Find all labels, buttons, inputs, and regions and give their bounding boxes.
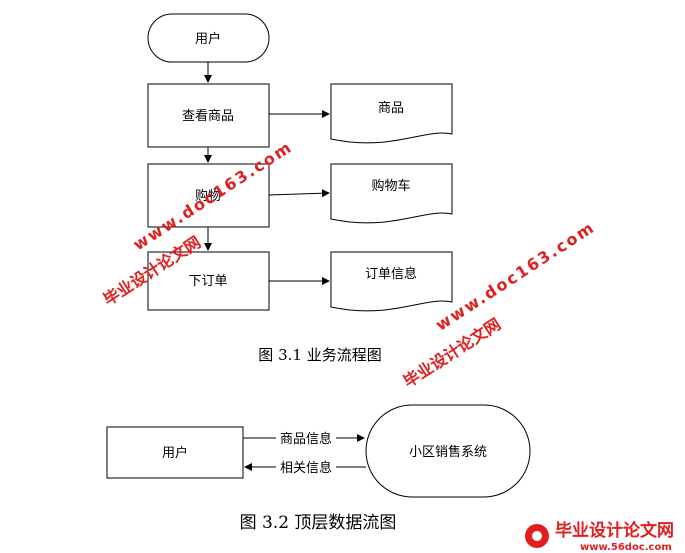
flow-doc-cart bbox=[330, 163, 453, 224]
flow-doc-goods-label: 商品 bbox=[378, 101, 404, 116]
dfd-node-user-label: 用户 bbox=[162, 445, 188, 461]
dfd-node-user bbox=[106, 426, 244, 479]
flow-node-user-label: 用户 bbox=[195, 31, 221, 47]
logo-emblem-inner-icon bbox=[532, 531, 542, 541]
dfd-node-system bbox=[365, 404, 531, 498]
context-dataflow: 用户 小区销售系统 商品信息 相关信息 bbox=[106, 404, 531, 498]
flow-arrow-shopping-to-cart bbox=[268, 189, 330, 198]
watermark-2-site-url: www.doc163.com bbox=[432, 217, 598, 334]
site-logo: 毕业设计论文网 www.56doc.com bbox=[525, 520, 674, 553]
business-flowchart: 用户 查看商品 商品 购物 购物车 下订单 订单信息 bbox=[147, 13, 453, 312]
dfd-node-system-label: 小区销售系统 bbox=[409, 444, 487, 460]
logo-site-cn: 毕业设计论文网 bbox=[555, 520, 674, 541]
flow-node-shopping-label: 购物 bbox=[195, 188, 221, 204]
flow-node-view-goods bbox=[147, 83, 270, 148]
flow-doc-order-info-label: 订单信息 bbox=[365, 266, 417, 282]
dfd-flow-related-info-label: 相关信息 bbox=[280, 460, 332, 476]
figure2-caption: 图 3.2 顶层数据流图 bbox=[240, 513, 397, 533]
figure1-caption: 图 3.1 业务流程图 bbox=[258, 346, 381, 364]
logo-site-url: www.56doc.com bbox=[580, 542, 672, 553]
flow-node-place-order bbox=[147, 251, 270, 311]
flow-doc-goods bbox=[330, 83, 453, 144]
dfd-flow-goods-info-label: 商品信息 bbox=[280, 431, 332, 447]
flow-node-place-order-label: 下订单 bbox=[188, 274, 227, 289]
flow-doc-order-info bbox=[330, 251, 453, 312]
flow-node-view-goods-label: 查看商品 bbox=[182, 108, 234, 124]
flow-node-shopping bbox=[147, 163, 270, 228]
flow-doc-cart-label: 购物车 bbox=[371, 178, 410, 194]
